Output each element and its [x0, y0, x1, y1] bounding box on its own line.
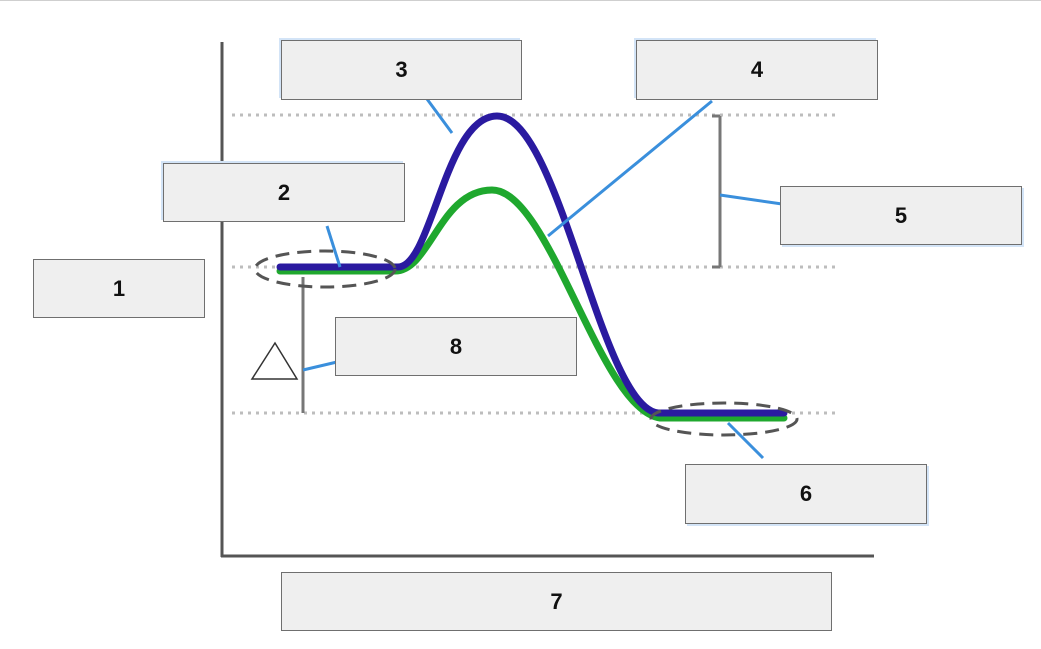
label-text-6: 6: [799, 481, 813, 506]
label-box-1[interactable]: 1: [33, 259, 205, 318]
label-text-7: 7: [550, 588, 563, 614]
label-box-5[interactable]: 5: [780, 186, 1022, 245]
catalyzed-curve: [276, 186, 788, 422]
reactants-oval: [253, 249, 397, 289]
leader-6: [726, 421, 765, 460]
label-box-2[interactable]: 2: [163, 163, 405, 222]
leader-8: [302, 360, 338, 372]
products-oval: [649, 401, 799, 437]
label-text-5: 5: [894, 202, 908, 228]
label-text-2: 2: [277, 179, 291, 205]
leader-3: [425, 98, 454, 134]
leader-4: [547, 99, 713, 238]
leader-5: [719, 193, 783, 206]
label-text-8: 8: [449, 333, 463, 359]
label-box-8[interactable]: 8: [335, 317, 577, 376]
label-box-3[interactable]: 3: [281, 40, 522, 100]
uncatalyzed-curve: [276, 112, 788, 417]
leader-2: [325, 225, 342, 268]
label-text-4: 4: [750, 57, 764, 82]
label-text-3: 3: [395, 57, 408, 82]
triangle-icon: [250, 341, 299, 380]
top-rule: [0, 0, 1041, 1]
label-box-4[interactable]: 4: [636, 40, 878, 100]
label-box-7[interactable]: 7: [281, 572, 832, 631]
label-text-1: 1: [112, 275, 126, 301]
label-box-6[interactable]: 6: [685, 464, 927, 524]
